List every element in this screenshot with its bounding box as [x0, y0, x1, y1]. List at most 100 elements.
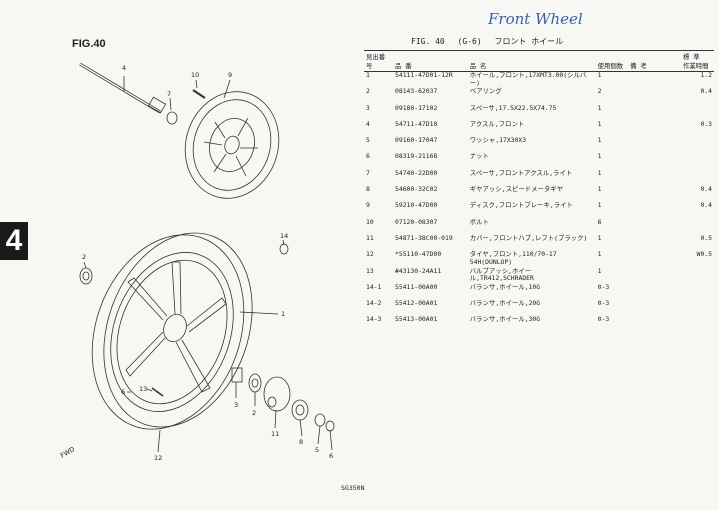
hub-cover-drawing	[263, 376, 291, 412]
callout-4: 4	[122, 64, 126, 72]
callout-7: 7	[167, 90, 171, 98]
cell-ref: 7	[366, 168, 370, 177]
cell-desc: バランサ,ホイール,20G	[469, 299, 541, 308]
cell-desc: スペーサ,フロントアクスル,ライト	[469, 168, 573, 177]
cell-part-no: 55412-00A01	[395, 299, 438, 308]
callout-14: 14	[280, 232, 288, 240]
spacer-right-drawing	[231, 367, 243, 383]
cell-time	[681, 300, 714, 316]
section-tab: 4	[0, 222, 28, 260]
callout-2-left: 2	[82, 253, 86, 261]
table-row: 14-2 55412-00A01 バランサ,ホイール,20G 0-3	[364, 299, 714, 316]
callout-13: 13	[139, 385, 147, 393]
cell-note	[628, 137, 681, 153]
cell-time: 0.3	[700, 119, 712, 128]
cell-ref: 6	[366, 152, 370, 161]
cell-desc: バランサ,ホイール,10G	[469, 282, 541, 291]
cell-qty: 1	[597, 152, 602, 161]
cell-desc: ナット	[469, 152, 489, 161]
callout-5: 5	[315, 446, 319, 454]
cell-part-no: 55411-00A00	[395, 282, 438, 291]
cell-time	[681, 170, 714, 186]
col-qty: 使用個数	[595, 50, 629, 72]
col-time-top: 標 準	[682, 53, 700, 61]
cell-time: 0.4	[700, 87, 712, 96]
col-ref: 見出番号	[364, 50, 393, 72]
cell-part-no: #43130-24A11	[395, 266, 442, 275]
cell-part-no: 55413-00A01	[395, 315, 438, 324]
cell-time	[681, 153, 714, 169]
cell-time	[681, 105, 714, 121]
cell-note	[628, 268, 681, 284]
col-time-bottom: 作業時間	[682, 62, 709, 70]
parts-table-header: 見出番号 品 番 品 名 使用個数 備 考 標 準作業時間	[364, 50, 714, 72]
cell-qty: 0-3	[597, 315, 610, 324]
cell-note	[628, 219, 681, 235]
cell-qty: 1	[597, 185, 602, 194]
cell-ref: 11	[366, 233, 374, 242]
cell-desc: アクスル,フロント	[469, 119, 525, 128]
cell-part-no: 09160-17047	[395, 136, 438, 145]
handwritten-note: Front Wheel	[488, 10, 583, 28]
cell-part-no: 08143-62037	[395, 87, 438, 96]
page-footer: SG350N	[341, 484, 365, 492]
callout-3: 3	[234, 401, 238, 409]
cell-time	[681, 268, 714, 284]
col-note: 備 考	[628, 50, 681, 72]
cell-time: 0.4	[700, 185, 712, 194]
cell-note	[628, 170, 681, 186]
callout-12: 12	[154, 454, 162, 462]
cell-ref: 13	[366, 266, 374, 275]
cell-time: W0.5	[696, 250, 712, 259]
cell-ref: 12	[366, 250, 374, 259]
cell-note	[628, 300, 681, 316]
cell-note	[628, 235, 681, 251]
cell-ref: 14-3	[366, 315, 382, 324]
cell-note	[628, 316, 681, 332]
cell-desc: ギヤアッシ,スピードメータギヤ	[469, 185, 564, 194]
cell-qty: 1	[597, 103, 602, 112]
callout-6b: 6	[329, 452, 333, 460]
table-fig-code: (G-6)	[457, 37, 482, 46]
cell-time	[681, 137, 714, 153]
cell-note	[628, 72, 681, 89]
cell-part-no: 54111-47D01-12R	[395, 71, 453, 79]
speedo-gear-drawing	[291, 399, 309, 421]
callout-6: 6	[121, 388, 125, 396]
callout-8: 8	[299, 438, 303, 446]
cell-qty: 2	[597, 87, 602, 96]
cell-part-no: *55110-47D00	[395, 250, 442, 259]
cell-qty: 1	[597, 136, 602, 145]
cell-qty: 0-3	[597, 299, 610, 308]
cell-note	[628, 121, 681, 137]
cell-qty: 1	[597, 266, 602, 275]
cell-note	[628, 251, 681, 267]
parts-table: 見出番号 品 番 品 名 使用個数 備 考 標 準作業時間 1 54111-47D…	[364, 50, 714, 333]
cell-desc: ディスク,フロントブレーキ,ライト	[469, 201, 573, 210]
fwd-arrow-label: FWD	[59, 445, 76, 460]
cell-ref: 4	[366, 119, 370, 128]
callout-1: 1	[281, 310, 285, 318]
cell-desc: ホイール,フロント,17XMT3.00(シルバー)	[469, 71, 587, 87]
spacer-drawing	[166, 111, 178, 125]
col-part-no: 品 番	[393, 50, 468, 72]
cell-qty: 1	[597, 71, 602, 79]
callout-11: 11	[271, 430, 279, 438]
cell-ref: 10	[366, 217, 374, 226]
cell-qty: 0-3	[597, 282, 610, 291]
cell-part-no: 09180-17102	[395, 103, 438, 112]
cell-qty: 1	[597, 201, 602, 210]
cell-ref: 14-2	[366, 299, 382, 308]
cell-note	[628, 186, 681, 202]
cell-qty: 1	[597, 168, 602, 177]
cell-note	[628, 88, 681, 104]
cell-time: 0.4	[700, 201, 712, 210]
cell-qty: 1	[597, 250, 602, 259]
